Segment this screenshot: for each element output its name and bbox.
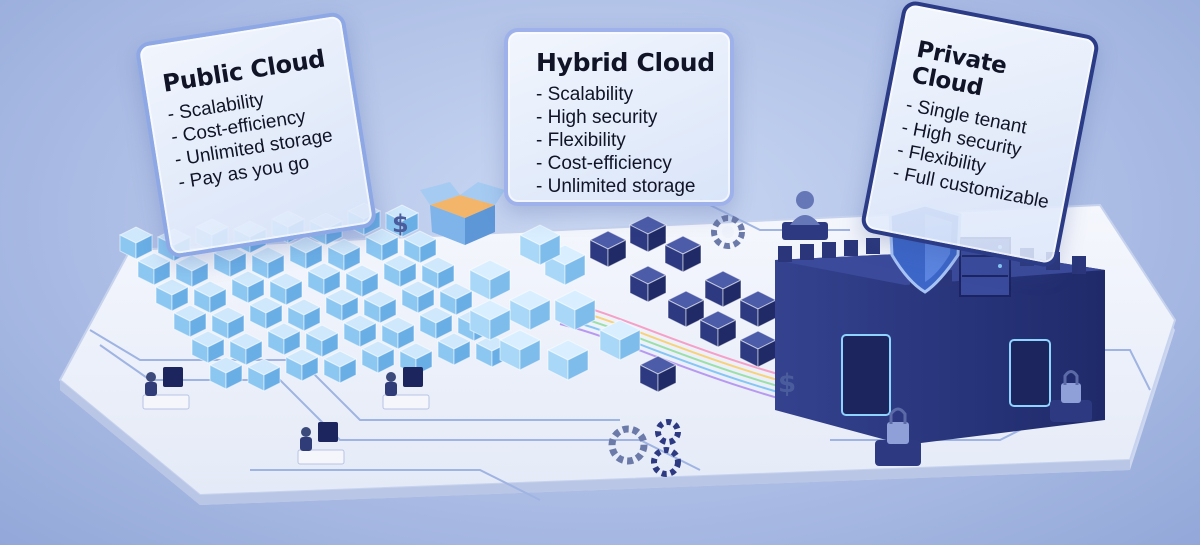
public-server-cube: [306, 262, 342, 296]
public-server-cube: [342, 314, 378, 348]
gear-icon: [608, 215, 745, 477]
public-server-cube: [400, 280, 436, 314]
open-box-icon: [420, 182, 505, 245]
svg-text:$: $: [778, 369, 796, 399]
public-server-cube: [418, 306, 454, 340]
public-server-cube: [324, 288, 360, 322]
public-server-cube: [118, 226, 154, 260]
public-server-cube: [230, 270, 266, 304]
public-server-cube: [364, 228, 400, 262]
hybrid-private-node-cube: [628, 265, 668, 303]
public-server-cube: [192, 280, 228, 314]
public-server-cube: [344, 264, 380, 298]
public-server-cube: [154, 278, 190, 312]
public-server-cube: [304, 324, 340, 358]
public-server-cube: [174, 254, 210, 288]
hybrid-server-cube: [598, 319, 642, 361]
public-server-cube: [360, 340, 396, 374]
workstation-user-icon: [142, 367, 430, 465]
hybrid-server-cube: [508, 289, 552, 331]
list-item: Cost-efficiency: [536, 152, 716, 175]
public-server-cube: [286, 298, 322, 332]
hybrid-server-cube: [553, 289, 597, 331]
public-server-cube: [420, 256, 456, 290]
list-item: Scalability: [536, 83, 716, 106]
public-server-cube: [268, 272, 304, 306]
list-item: Flexibility: [536, 129, 716, 152]
hybrid-server-cube: [498, 329, 542, 371]
workstation: [142, 367, 190, 410]
list-item: Unlimited storage: [536, 175, 716, 198]
hybrid-private-node-cube: [588, 230, 628, 268]
castle-side-door: [1009, 339, 1051, 407]
list-item: High security: [536, 106, 716, 129]
hybrid-private-node-cube: [628, 215, 668, 253]
public-cloud-feature-list: Scalability Cost-efficiency Unlimited st…: [166, 77, 350, 195]
hybrid-cloud-panel: Hybrid Cloud Scalability High security F…: [504, 28, 734, 206]
public-server-cube: [172, 304, 208, 338]
public-server-cube: [136, 252, 172, 286]
hybrid-private-node-cube: [738, 290, 778, 328]
hybrid-cloud-server-cubes: [468, 215, 778, 393]
hybrid-server-cube: [518, 224, 562, 266]
dollar-sign-icon: $ $: [392, 210, 796, 399]
public-cloud-server-cubes: [118, 202, 510, 392]
public-server-cube: [248, 296, 284, 330]
hybrid-private-node-cube: [703, 270, 743, 308]
hybrid-cloud-title: Hybrid Cloud: [536, 48, 715, 77]
hybrid-private-node-cube: [666, 290, 706, 328]
public-server-cube: [266, 322, 302, 356]
hybrid-private-node-cube: [698, 310, 738, 348]
hybrid-server-cube: [546, 339, 590, 381]
public-server-cube: [246, 358, 282, 392]
public-server-cube: [362, 290, 398, 324]
hybrid-cloud-feature-list: Scalability High security Flexibility Co…: [536, 83, 716, 198]
hybrid-private-node-cube: [738, 330, 778, 368]
svg-text:$: $: [392, 210, 409, 238]
public-server-cube: [380, 316, 416, 350]
public-server-cube: [326, 238, 362, 272]
public-server-cube: [322, 350, 358, 384]
hybrid-server-cube: [543, 244, 587, 286]
hybrid-server-cube: [468, 299, 512, 341]
workstation: [297, 422, 345, 465]
public-server-cube: [288, 236, 324, 270]
public-server-cube: [190, 330, 226, 364]
public-cloud-panel: Public Cloud Scalability Cost-efficiency…: [134, 10, 378, 260]
workstation: [382, 367, 430, 410]
hybrid-private-node-cube: [663, 235, 703, 273]
public-server-cube: [402, 230, 438, 264]
hybrid-private-node-cube: [638, 355, 678, 393]
public-server-cube: [228, 332, 264, 366]
public-server-cube: [210, 306, 246, 340]
user-icon: [782, 191, 828, 240]
public-server-cube: [208, 356, 244, 390]
public-server-cube: [284, 348, 320, 382]
castle-door: [841, 334, 891, 416]
public-server-cube: [436, 332, 472, 366]
public-server-cube: [250, 246, 286, 280]
public-server-cube: [384, 204, 420, 238]
padlock-icon: [875, 370, 1092, 466]
public-server-cube: [382, 254, 418, 288]
public-server-cube: [438, 282, 474, 316]
